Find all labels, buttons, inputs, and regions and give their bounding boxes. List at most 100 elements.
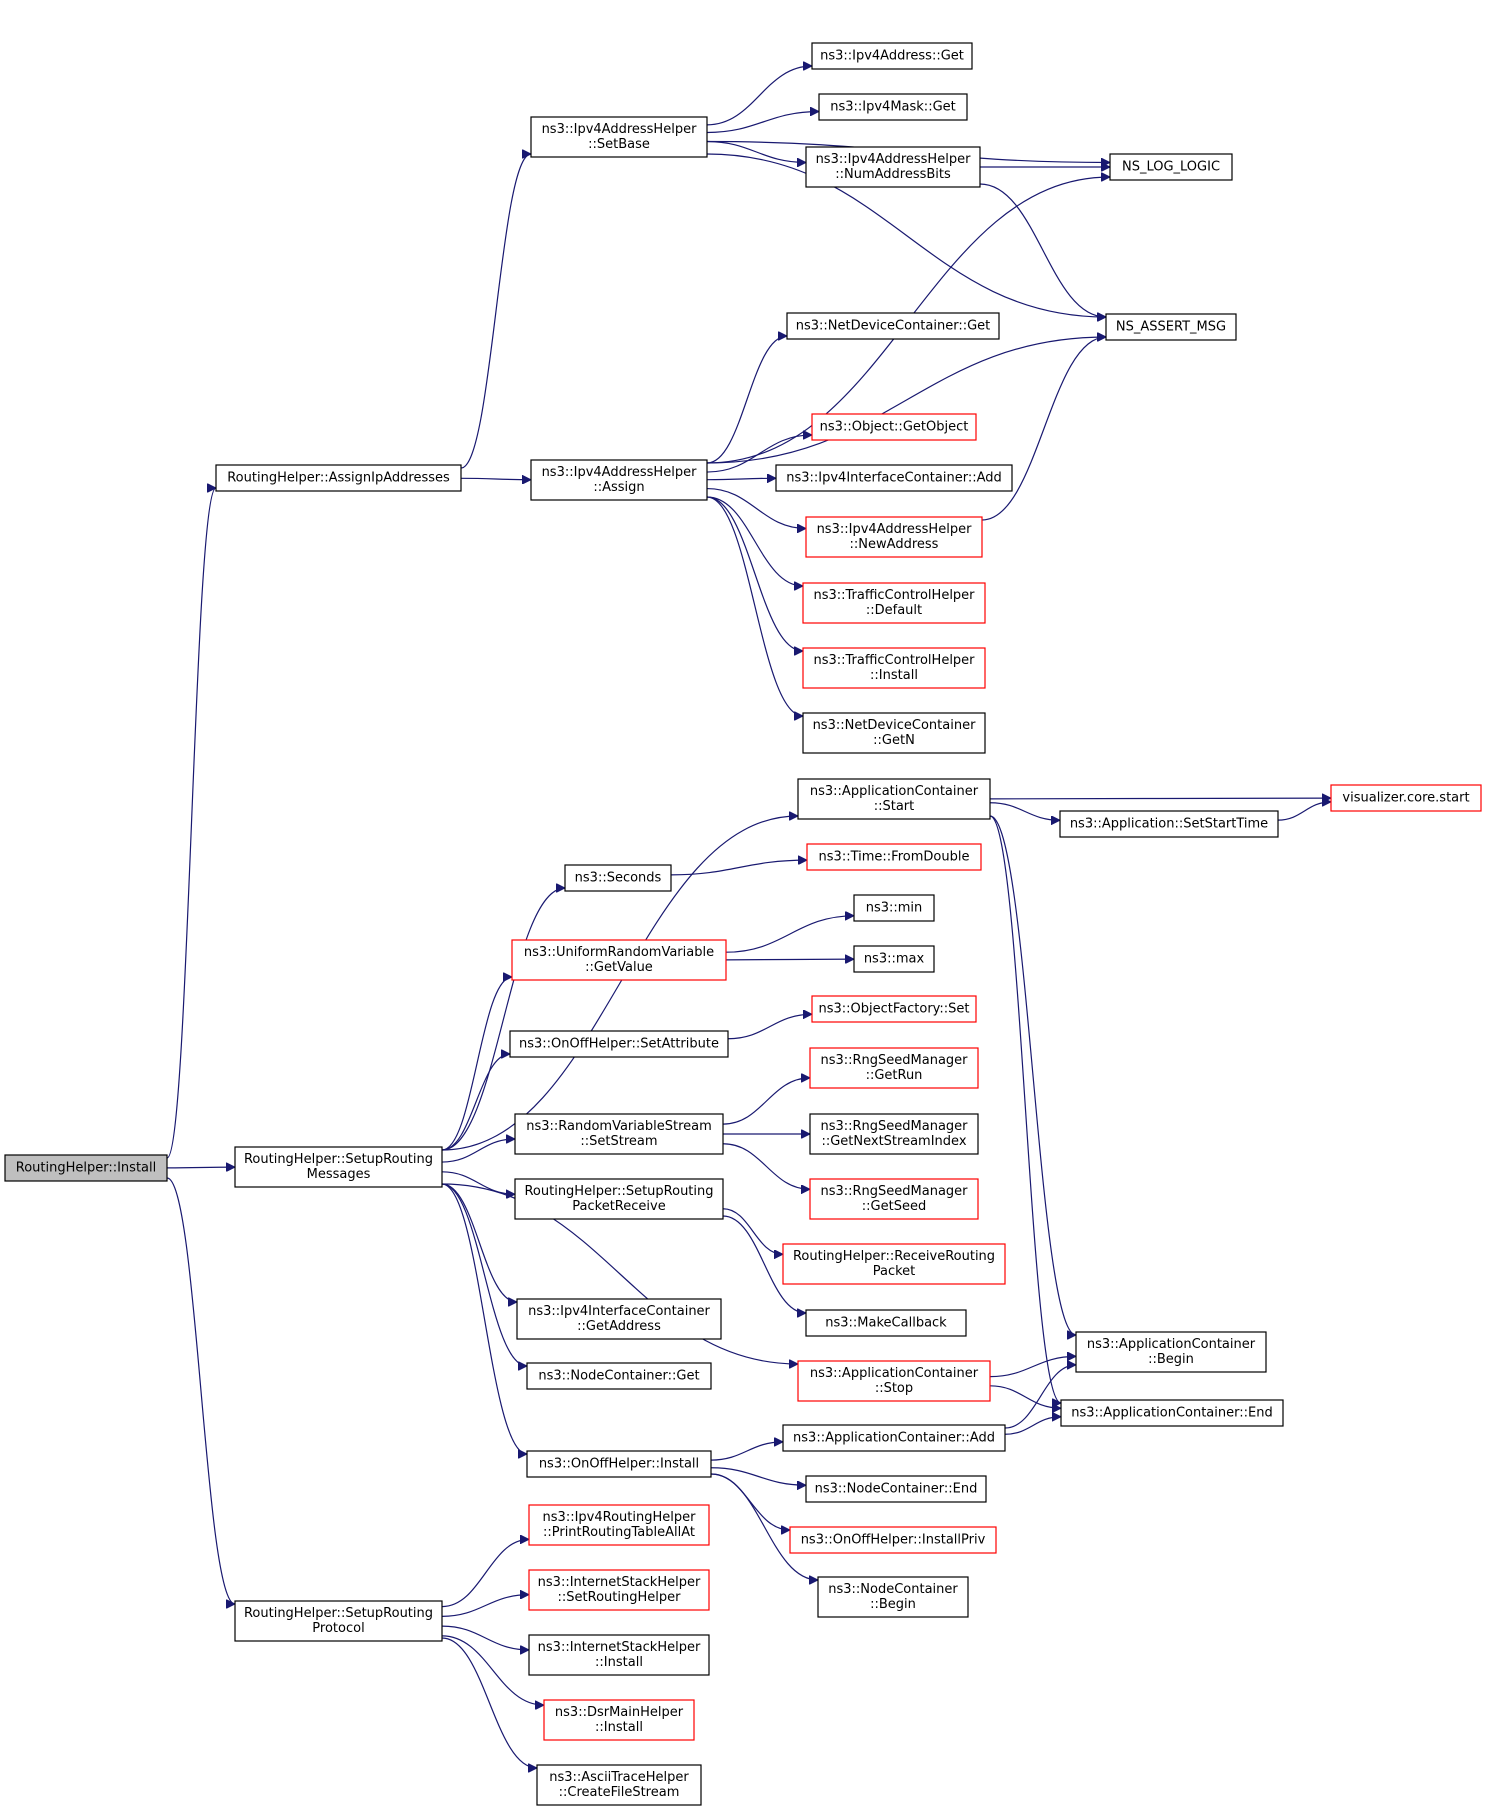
node-label: ::CreateFileStream	[559, 1785, 680, 1800]
node-visualizer-core-start[interactable]: visualizer.core.start	[1330, 784, 1482, 812]
node-box	[526, 1362, 712, 1390]
node-box	[853, 894, 935, 922]
node-label: ns3::TrafficControlHelper	[813, 588, 975, 603]
node-ns3-ipv4addresshelper-numaddressbits[interactable]: ns3::Ipv4AddressHelper::NumAddressBits	[805, 146, 981, 188]
node-ns3-asciitracehelper-createfilestream[interactable]: ns3::AsciiTraceHelper::CreateFileStream	[536, 1764, 702, 1806]
node-ns3-randomvariablestream-setstream[interactable]: ns3::RandomVariableStream::SetStream	[514, 1113, 724, 1155]
node-ns3-onoffhelper-setattribute[interactable]: ns3::OnOffHelper::SetAttribute	[509, 1030, 729, 1058]
edge-path	[441, 1635, 544, 1705]
edge-n0-to-n3	[166, 1177, 236, 1604]
node-box	[817, 1576, 969, 1618]
edge-path	[706, 66, 812, 126]
edge-path	[706, 337, 1106, 464]
edge-path	[989, 1385, 1061, 1408]
node-ns3-rngseedmanager-getseed[interactable]: ns3::RngSeedManager::GetSeed	[809, 1178, 979, 1220]
node-label: ns3::Seconds	[575, 871, 662, 886]
edge-n2-to-n41	[441, 1183, 528, 1454]
edge-path	[1004, 1365, 1076, 1429]
node-ns3-applicationcontainer-end[interactable]: ns3::ApplicationContainer::End	[1060, 1399, 1284, 1427]
node-ns3-internetstackhelper-install[interactable]: ns3::InternetStackHelper::Install	[528, 1634, 710, 1676]
node-routinghelper-install[interactable]: RoutingHelper::Install	[4, 1154, 168, 1182]
edge-n5-to-n10	[706, 337, 1106, 464]
edge-path	[441, 1595, 529, 1617]
edge-path	[441, 816, 798, 1151]
node-ns3-rngseedmanager-getnextstreamindex[interactable]: ns3::RngSeedManager::GetNextStreamIndex	[809, 1113, 979, 1155]
node-label: ns3::OnOffHelper::SetAttribute	[519, 1037, 719, 1052]
node-ns3-dsrmainhelper-install[interactable]: ns3::DsrMainHelper::Install	[543, 1699, 695, 1741]
edge-n32-to-n34	[722, 1215, 806, 1313]
node-label: ::Install	[595, 1720, 643, 1735]
node-ns3-nodecontainer-get[interactable]: ns3::NodeContainer::Get	[526, 1362, 712, 1390]
node-label: ns3::ApplicationContainer	[810, 1366, 979, 1381]
node-ns3-ipv4routinghelper-printroutingtableallat[interactable]: ns3::Ipv4RoutingHelper::PrintRoutingTabl…	[528, 1504, 710, 1546]
node-label: ns3::max	[864, 952, 925, 967]
edge-path	[725, 959, 854, 960]
node-ns3-trafficcontrolhelper-install[interactable]: ns3::TrafficControlHelper::Install	[802, 647, 986, 689]
edge-path	[989, 815, 1062, 1403]
node-label: ::GetN	[873, 733, 915, 748]
edge-path	[460, 154, 532, 469]
node-label: RoutingHelper::SetupRouting	[244, 1152, 433, 1167]
node-ns-assert-msg[interactable]: NS_ASSERT_MSG	[1105, 313, 1237, 341]
node-ns3-onoffhelper-installpriv[interactable]: ns3::OnOffHelper::InstallPriv	[789, 1526, 997, 1554]
node-label: ::SetStream	[580, 1134, 657, 1149]
node-label: ns3::Ipv4AddressHelper	[542, 465, 698, 480]
node-label: ::Stop	[875, 1381, 913, 1396]
node-ns3-netdevicecontainer-get[interactable]: ns3::NetDeviceContainer::Get	[786, 312, 1000, 340]
node-ns3-ipv4interfacecontainer-add[interactable]: ns3::Ipv4InterfaceContainer::Add	[775, 464, 1013, 492]
edge-path	[989, 802, 1060, 821]
node-ns3-netdevicecontainer-getn[interactable]: ns3::NetDeviceContainer::GetN	[802, 712, 986, 754]
node-ns3-seconds[interactable]: ns3::Seconds	[564, 864, 672, 892]
edge-path	[166, 1167, 235, 1168]
node-ns3-object-getobject[interactable]: ns3::Object::GetObject	[811, 413, 977, 441]
node-ns3-objectfactory-set[interactable]: ns3::ObjectFactory::Set	[811, 995, 977, 1023]
edge-path	[722, 1078, 810, 1125]
node-ns3-uniformrandomvariable-getvalue[interactable]: ns3::UniformRandomVariable::GetValue	[511, 939, 727, 981]
node-ns3-makecallback[interactable]: ns3::MakeCallback	[805, 1309, 967, 1337]
node-ns3-ipv4interfacecontainer-getaddress[interactable]: ns3::Ipv4InterfaceContainer::GetAddress	[516, 1298, 722, 1340]
node-ns3-internetstackhelper-setroutinghelper[interactable]: ns3::InternetStackHelper::SetRoutingHelp…	[528, 1569, 710, 1611]
node-label: visualizer.core.start	[1342, 791, 1469, 806]
node-ns3-nodecontainer-begin[interactable]: ns3::NodeContainer::Begin	[817, 1576, 969, 1618]
node-ns3-applicationcontainer-begin[interactable]: ns3::ApplicationContainer::Begin	[1075, 1331, 1267, 1373]
node-ns3-min[interactable]: ns3::min	[853, 894, 935, 922]
node-ns3-applicationcontainer-add[interactable]: ns3::ApplicationContainer::Add	[782, 1424, 1006, 1452]
node-ns3-ipv4addresshelper-newaddress[interactable]: ns3::Ipv4AddressHelper::NewAddress	[805, 516, 983, 558]
edge-n2-to-n37	[441, 1183, 528, 1366]
node-ns3-applicationcontainer-start[interactable]: ns3::ApplicationContainer::Start	[797, 778, 991, 820]
node-ns3-time-fromdouble[interactable]: ns3::Time::FromDouble	[806, 843, 982, 871]
node-ns3-rngseedmanager-getrun[interactable]: ns3::RngSeedManager::GetRun	[809, 1047, 979, 1089]
node-ns3-max[interactable]: ns3::max	[853, 945, 935, 973]
node-ns3-ipv4mask-get[interactable]: ns3::Ipv4Mask::Get	[818, 93, 968, 121]
node-ns3-nodecontainer-end[interactable]: ns3::NodeContainer::End	[805, 1475, 987, 1503]
edge-path	[722, 1215, 806, 1313]
node-label: ns3::InternetStackHelper	[538, 1575, 701, 1590]
node-ns3-ipv4addresshelper-assign[interactable]: ns3::Ipv4AddressHelper::Assign	[530, 459, 708, 501]
edge-n38-to-n39	[989, 1385, 1061, 1408]
node-ns3-applicationcontainer-stop[interactable]: ns3::ApplicationContainer::Stop	[797, 1360, 991, 1402]
node-ns3-ipv4addresshelper-setbase[interactable]: ns3::Ipv4AddressHelper::SetBase	[530, 116, 708, 158]
node-ns3-application-setstarttime[interactable]: ns3::Application::SetStartTime	[1059, 810, 1279, 838]
node-ns3-ipv4address-get[interactable]: ns3::Ipv4Address::Get	[811, 42, 973, 70]
edge-n5-to-n15	[706, 496, 803, 586]
edge-n3-to-n47	[441, 1625, 529, 1650]
node-box	[4, 1154, 168, 1182]
edge-n2-to-n24	[441, 977, 513, 1151]
node-ns3-trafficcontrolhelper-default[interactable]: ns3::TrafficControlHelper::Default	[802, 582, 986, 624]
edge-n2-to-n29	[441, 1139, 515, 1163]
node-routinghelper-assignipaddresses[interactable]: RoutingHelper::AssignIpAddresses	[215, 464, 462, 492]
node-label: ::GetValue	[585, 960, 653, 975]
node-box	[775, 464, 1013, 492]
node-box	[1105, 313, 1237, 341]
node-ns-log-logic[interactable]: NS_LOG_LOGIC	[1109, 153, 1233, 181]
node-box	[853, 945, 935, 973]
node-ns3-onoffhelper-install[interactable]: ns3::OnOffHelper::Install	[526, 1450, 712, 1478]
edge-n3-to-n46	[441, 1595, 529, 1617]
node-label: ns3::NodeContainer	[828, 1582, 958, 1597]
edge-path	[989, 1356, 1076, 1378]
edge-n41-to-n44	[710, 1473, 818, 1580]
